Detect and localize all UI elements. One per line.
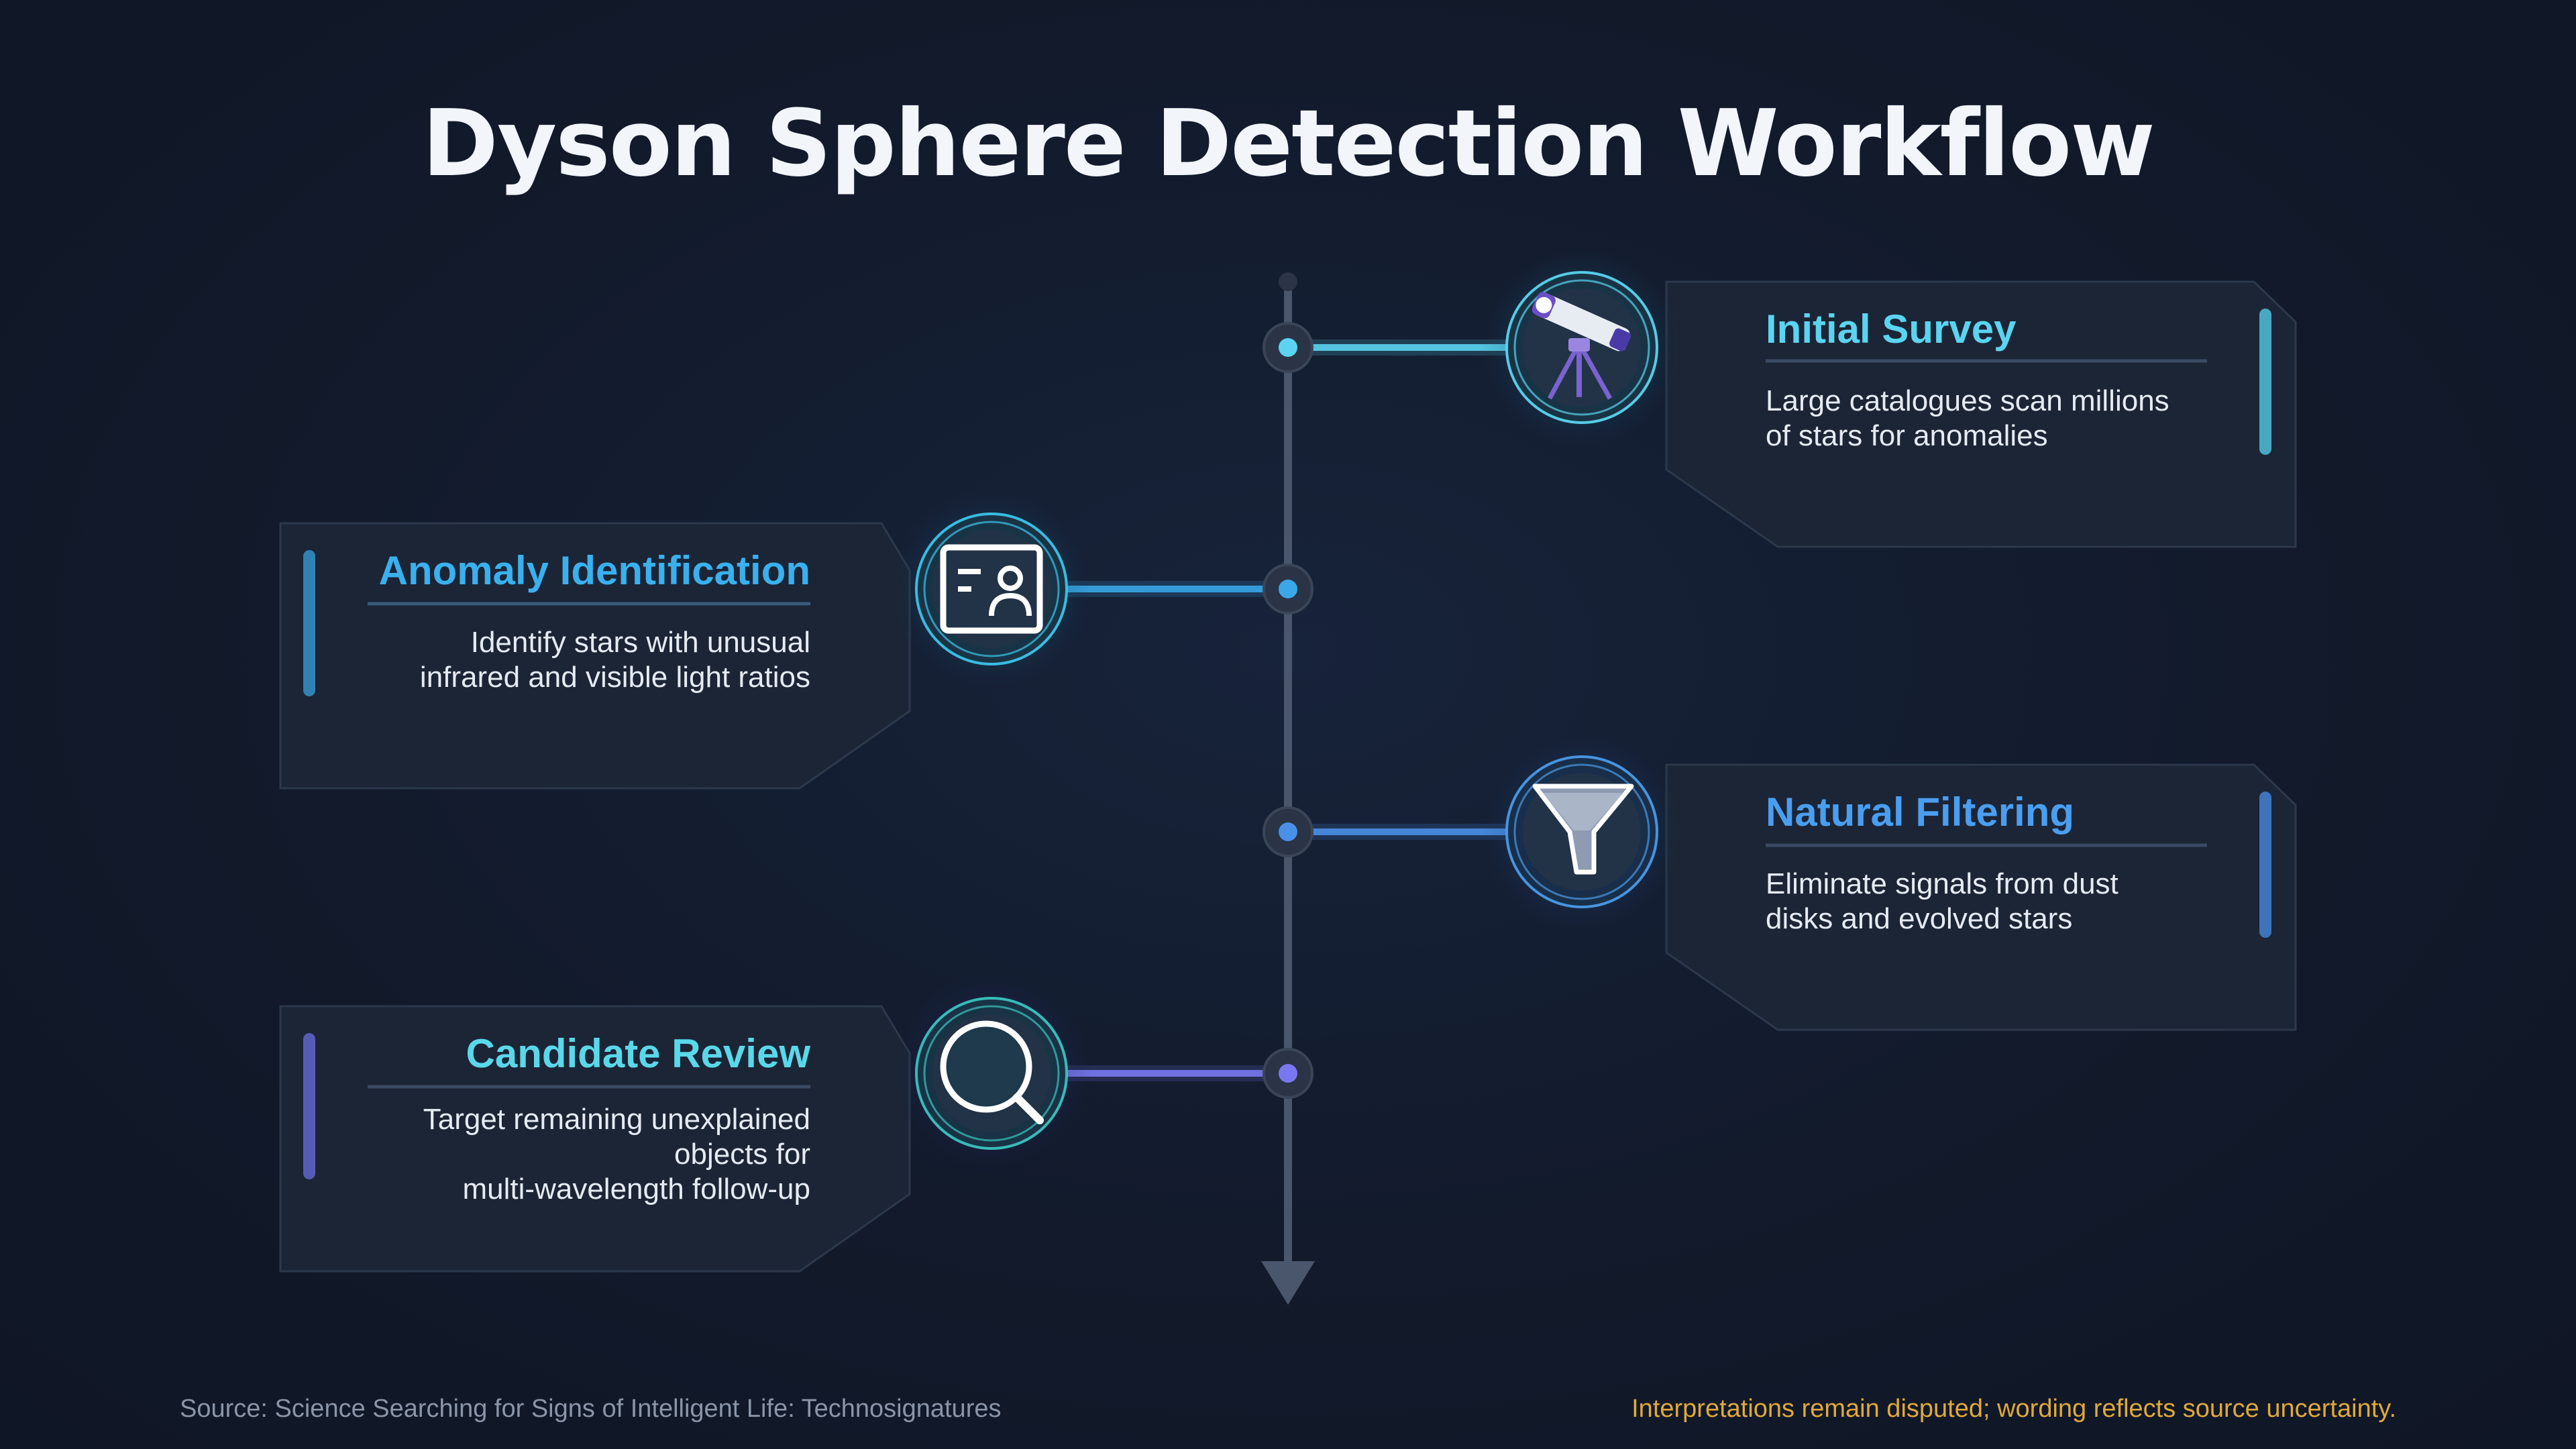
- card-initial-survey: [1665, 280, 2297, 548]
- node-dot-anomaly-identification: [1279, 580, 1297, 598]
- uncertainty-note: Interpretations remain disputed; wording…: [1631, 1395, 2396, 1423]
- spine-start-cap: [1279, 272, 1297, 291]
- accent-bar-candidate-review: [303, 1033, 315, 1179]
- card-anomaly-identification: [279, 522, 911, 790]
- step-title-candidate-review: Candidate Review: [466, 1031, 811, 1076]
- step-initial-survey: [1263, 247, 2297, 548]
- node-dot-candidate-review: [1279, 1064, 1297, 1083]
- step-title-natural-filtering: Natural Filtering: [1766, 790, 2075, 835]
- card-natural-filtering: [1665, 763, 2297, 1031]
- accent-bar-anomaly-identification: [303, 550, 315, 696]
- step-anomaly-identification: [279, 488, 1313, 790]
- step-candidate-review: [279, 973, 1313, 1273]
- step-description-natural-filtering: Eliminate signals from dust disks and ev…: [1766, 867, 2118, 935]
- node-dot-initial-survey: [1279, 338, 1297, 357]
- id-card-icon: [940, 544, 1043, 634]
- telescope-icon: [1532, 292, 1631, 400]
- funnel-icon: [1532, 784, 1634, 875]
- spine-arrowhead: [1261, 1261, 1315, 1305]
- accent-bar-initial-survey: [2259, 309, 2271, 455]
- magnifier-icon: [940, 1020, 1044, 1124]
- node-dot-natural-filtering: [1279, 822, 1297, 841]
- card-candidate-review: [279, 1005, 911, 1273]
- step-title-initial-survey: Initial Survey: [1766, 307, 2017, 352]
- step-description-candidate-review: Target remaining unexplained objects for…: [423, 1103, 810, 1205]
- page-title: Dyson Sphere Detection Workflow: [422, 91, 2155, 197]
- step-description-initial-survey: Large catalogues scan millions of stars …: [1766, 384, 2169, 452]
- accent-bar-natural-filtering: [2259, 792, 2271, 938]
- step-description-anomaly-identification: Identify stars with unusual infrared and…: [419, 626, 810, 694]
- source-citation: Source: Science Searching for Signs of I…: [180, 1395, 1002, 1423]
- step-natural-filtering: [1263, 731, 2297, 1031]
- step-title-anomaly-identification: Anomaly Identification: [378, 548, 810, 593]
